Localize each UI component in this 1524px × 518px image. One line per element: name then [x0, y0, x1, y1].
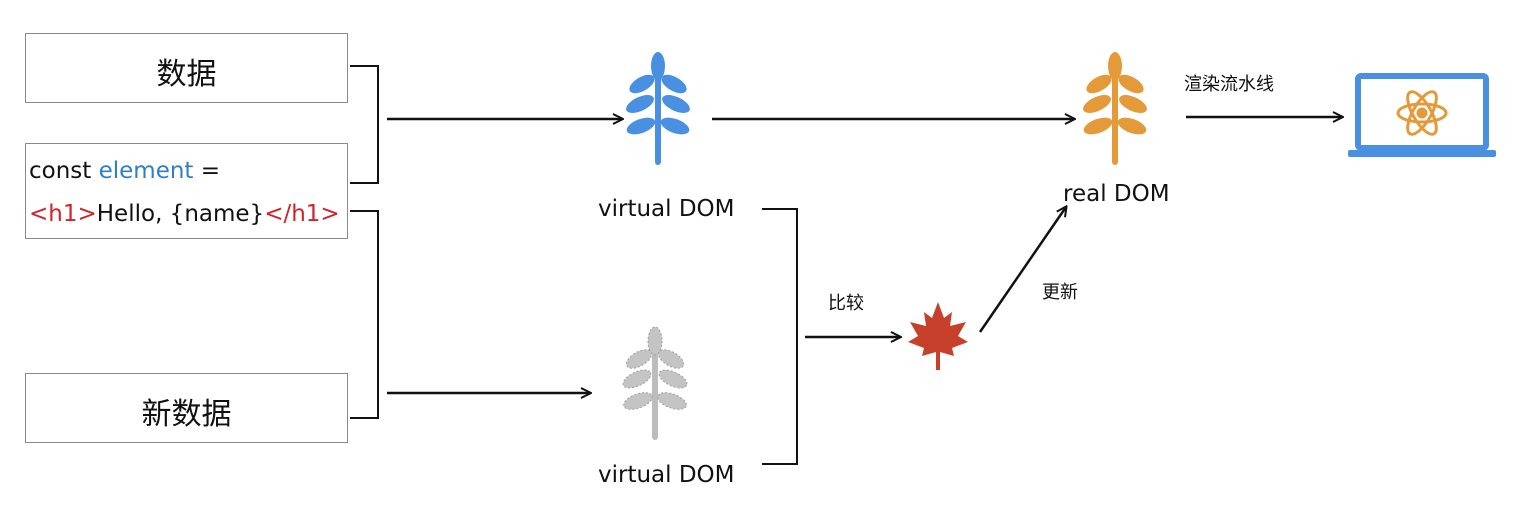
bracket-bottom	[350, 210, 379, 419]
new-virtual-dom-tree-icon	[622, 326, 688, 440]
laptop-atom-icon	[1348, 73, 1496, 157]
virtual-dom-tree-icon	[626, 52, 690, 165]
update-label: 更新	[1042, 282, 1078, 303]
code-box: const element = <h1>Hello, {name}</h1>	[25, 143, 348, 239]
new-data-box-label: 新数据	[141, 397, 232, 432]
code-keyword: const	[29, 158, 92, 184]
data-box-label: 数据	[156, 57, 217, 92]
bracket-compare	[762, 208, 798, 465]
diff-maple-leaf-icon	[908, 302, 968, 370]
render-pipeline-label: 渲染流水线	[1184, 74, 1274, 95]
arrow-update	[978, 207, 1066, 333]
code-close-tag: </h1>	[264, 201, 340, 227]
code-line-1: const element =	[29, 158, 220, 184]
code-variable: element	[98, 158, 194, 184]
code-text: Hello, {name}	[96, 201, 265, 227]
compare-label: 比较	[828, 293, 864, 314]
virtual-dom-top-label: virtual DOM	[598, 196, 735, 222]
data-box: 数据	[25, 33, 348, 103]
code-line-2: <h1>Hello, {name}</h1>	[29, 201, 340, 227]
real-dom-tree-icon	[1083, 52, 1147, 165]
new-data-box: 新数据	[25, 373, 348, 443]
real-dom-label: real DOM	[1063, 181, 1170, 207]
code-open-tag: <h1>	[29, 201, 97, 227]
virtual-dom-bottom-label: virtual DOM	[598, 462, 735, 488]
code-equals: =	[200, 158, 221, 184]
bracket-top	[350, 65, 379, 184]
